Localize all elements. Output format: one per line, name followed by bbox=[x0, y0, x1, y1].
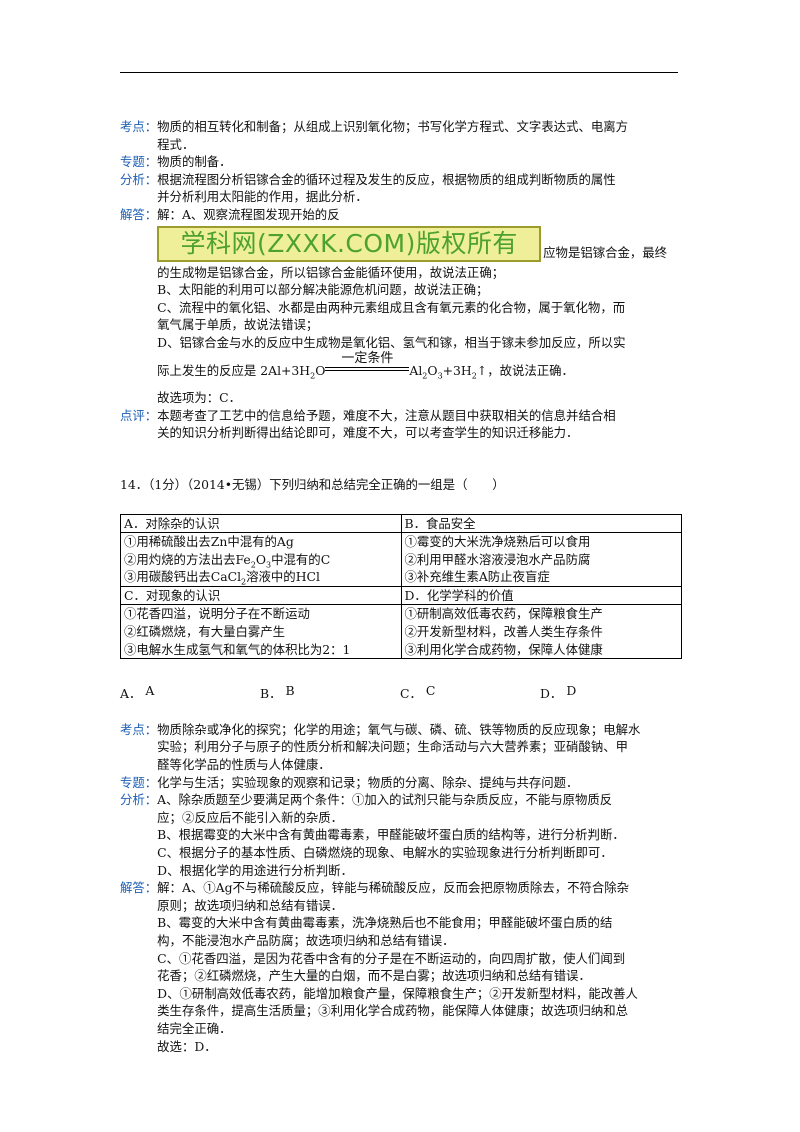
text-line: ②开发新型材料，改善人类生存条件 bbox=[404, 624, 603, 640]
answer-line: 故选：D． bbox=[157, 1038, 217, 1054]
text-line: 根据流程图分析铝镓合金的循环过程及发生的反应，根据物质的组成判断物质的属性 bbox=[157, 171, 616, 187]
text-line: 花香；②红磷燃烧，产生大量的白烟，而不是白雾；故选项归纳和总结有错误． bbox=[157, 968, 591, 984]
table-cell-d: ①研制高效低毒农药，保障粮食生产 ②开发新型材料，改善人类生存条件 ③利用化学合… bbox=[400, 604, 682, 660]
text-line: C、①花香四溢，是因为花香中含有的分子是在不断运动的，向四周扩散，使人们闻到 bbox=[157, 950, 626, 966]
question-14: 14．（1分）（2014•无锡）下列归纳和总结完全正确的一组是（ ） bbox=[120, 476, 505, 492]
text-line: B、太阳能的利用可以部分解决能源危机问题，故说法正确； bbox=[157, 282, 489, 298]
text-line: 程式． bbox=[157, 136, 195, 152]
text-line: ③利用化学合成药物，保障人体健康 bbox=[404, 641, 603, 657]
header-rule bbox=[120, 72, 678, 73]
text-line: 化学与生活；实验现象的观察和记录；物质的分离、除杂、提纯与共存问题． bbox=[157, 774, 579, 790]
zhuanti-label: 专题： bbox=[120, 154, 158, 170]
text-line: ①研制高效低毒农药，保障粮食生产 bbox=[404, 606, 603, 622]
kaodian-label: 考点： bbox=[120, 721, 158, 737]
text-line: 物质除杂或净化的探究；化学的用途；氧气与碳、磷、硫、铁等物质的反应现象；电解水 bbox=[157, 721, 641, 737]
text-line: 应物是铝镓合金，最终 bbox=[543, 244, 668, 260]
text-line: 结完全正确． bbox=[157, 1020, 232, 1036]
answer-line: 故选项为：C． bbox=[157, 390, 241, 406]
q13-fenxi: 分析： 根据流程图分析铝镓合金的循环过程及发生的反应，根据物质的组成判断物质的属… bbox=[120, 171, 684, 206]
fenxi-label: 分析： bbox=[120, 792, 158, 808]
text-line: 类生存条件，提高生活质量；③利用化学合成药物，能保障人体健康；故选项归纳和总 bbox=[157, 1003, 629, 1019]
text-line: 并分析利用太阳能的作用，据此分析． bbox=[157, 189, 368, 205]
text-line: D、铝镓合金与水的反应中生成物是氧化铝、氢气和镓，相当于镓未参加反应，所以实 bbox=[157, 334, 626, 350]
summary-table: A．对除杂的认识 B．食品安全 ①用稀硫酸出去Zn中混有的Ag ②用灼烧的方法出… bbox=[120, 513, 682, 660]
text-line: 物质的制备． bbox=[157, 154, 232, 170]
text-line: ②红磷燃烧，有大量白雾产生 bbox=[124, 624, 286, 640]
table-cell-d-title: D．化学学科的价值 bbox=[400, 585, 682, 606]
text-line: 解：A、观察流程图发现开始的反 bbox=[157, 206, 340, 222]
q13-kaodian: 考点： 物质的相互转化和制备；从组成上识别氧化物；书写化学方程式、文字表达式、电… bbox=[120, 118, 684, 153]
watermark-banner: 学科网(ZXXK.COM)版权所有 bbox=[157, 225, 542, 262]
text-line: ③电解水生成氢气和氧气的体积比为2：1 bbox=[124, 641, 351, 657]
q13-zhuanti: 专题： 物质的制备． bbox=[120, 153, 684, 171]
text-line: ①花香四溢，说明分子在不断运动 bbox=[124, 606, 310, 622]
option-b: B．B bbox=[260, 683, 295, 702]
table-cell-b: ①霉变的大米洗净烧熟后可以食用 ②利用甲醛水溶液浸泡水产品防腐 ③补充维生素A防… bbox=[400, 532, 682, 587]
kaodian-label: 考点： bbox=[120, 119, 158, 134]
q14-kaodian: 考点： 物质除杂或净化的探究；化学的用途；氧气与碳、磷、硫、铁等物质的反应现象；… bbox=[120, 721, 684, 774]
text-line: 应；②反应后不能引入新的杂质． bbox=[157, 809, 344, 825]
text-line: 关的知识分析判断得出结论即可，难度不大，可以考查学生的知识迁移能力． bbox=[157, 425, 579, 441]
text-line: D、①研制高效低毒农药，能增加粮食产量，保障粮食生产；②开发新型材料，能改善人 bbox=[157, 985, 638, 1001]
text-line: 构，不能浸泡水产品防腐；故选项归纳和总结有错误． bbox=[157, 932, 455, 948]
text-line: C、根据分子的基本性质、白磷燃烧的现象、电解水的实验现象进行分析判断即可． bbox=[157, 845, 613, 860]
option-d: D．D bbox=[540, 683, 577, 702]
equals-sign bbox=[325, 366, 410, 371]
table-cell-b-title: B．食品安全 bbox=[400, 513, 682, 534]
document-body: 考点： 物质的相互转化和制备；从组成上识别氧化物；书写化学方程式、文字表达式、电… bbox=[120, 118, 684, 1055]
text-line: A、除杂质题至少要满足两个条件：①加入的试剂只能与杂质反应，不能与原物质反 bbox=[157, 792, 613, 808]
text-line: 物质的相互转化和制备；从组成上识别氧化物；书写化学方程式、文字表达式、电离方 bbox=[157, 119, 629, 134]
table-cell-c: ①花香四溢，说明分子在不断运动 ②红磷燃烧，有大量白雾产生 ③电解水生成氢气和氧… bbox=[120, 604, 402, 660]
text-line: C、流程中的氧化铝、水都是由两种元素组成且含有氧元素的化合物，属于氧化物，而 bbox=[157, 299, 626, 315]
text-line: ③用碳酸钙出去CaCl2溶液中的HCl bbox=[124, 569, 320, 587]
text-line: 本题考查了工艺中的信息给予题，难度不大，注意从题目中获取相关的信息并结合相 bbox=[157, 407, 616, 423]
text-line: D、根据化学的用途进行分析判断． bbox=[157, 862, 353, 878]
q13-jieda: 解答： 解：A、观察流程图发现开始的反 学科网(ZXXK.COM)版权所有 应物… bbox=[120, 206, 684, 407]
dianping-label: 点评： bbox=[120, 407, 158, 423]
text-line: B、根据霉变的大米中含有黄曲霉毒素，甲醛能破坏蛋白质的结构等，进行分析判断． bbox=[157, 827, 625, 843]
jieda-label: 解答： bbox=[120, 206, 158, 222]
reaction-condition: 一定条件 bbox=[325, 351, 410, 375]
table-cell-c-title: C．对现象的认识 bbox=[120, 585, 402, 606]
text-line: 实验；利用分子与原子的性质分析和解决问题；生命活动与六大营养素；亚硝酸钠、甲 bbox=[157, 739, 629, 755]
text-line: 醛等化学品的性质与人体健康． bbox=[157, 757, 331, 773]
text-line: ②用灼烧的方法出去Fe2O3中混有的C bbox=[124, 551, 331, 570]
zhuanti-label: 专题： bbox=[120, 774, 158, 790]
table-cell-a: ①用稀硫酸出去Zn中混有的Ag ②用灼烧的方法出去Fe2O3中混有的C ③用碳酸… bbox=[120, 532, 402, 587]
jieda-label: 解答： bbox=[120, 880, 158, 896]
text-line: 氧气属于单质，故说法错误； bbox=[157, 317, 319, 333]
text-line: 原则；故选项归纳和总结有错误． bbox=[157, 897, 344, 913]
q13-dianping: 点评： 本题考查了工艺中的信息给予题，难度不大，注意从题目中获取相关的信息并结合… bbox=[120, 407, 684, 442]
text-line: ②利用甲醛水溶液浸泡水产品防腐 bbox=[404, 551, 591, 567]
q14-zhuanti: 专题： 化学与生活；实验现象的观察和记录；物质的分离、除杂、提纯与共存问题． bbox=[120, 774, 684, 792]
text-line: ①用稀硫酸出去Zn中混有的Ag bbox=[124, 534, 294, 550]
text-line: 解：A、①Ag不与稀硫酸反应，锌能与稀硫酸反应，反而会把原物质除去，不符合除杂 bbox=[157, 880, 630, 896]
option-a: A．A bbox=[120, 683, 155, 702]
fenxi-label: 分析： bbox=[120, 171, 158, 187]
answer-options: A．A B．B C．C D．D bbox=[120, 683, 684, 703]
table-cell-a-title: A．对除杂的认识 bbox=[120, 513, 402, 534]
text-line: ①霉变的大米洗净烧熟后可以食用 bbox=[404, 534, 591, 550]
text-line: ③补充维生素A防止夜盲症 bbox=[404, 569, 550, 585]
watermark-row: 学科网(ZXXK.COM)版权所有 应物是铝镓合金，最终 bbox=[157, 225, 684, 262]
option-c: C．C bbox=[400, 683, 436, 702]
q14-fenxi: 分析： A、除杂质题至少要满足两个条件：①加入的试剂只能与杂质反应，不能与原物质… bbox=[120, 791, 684, 879]
text-line: B、霉变的大米中含有黄曲霉毒素，洗净烧熟后也不能食用；甲醛能破坏蛋白质的结 bbox=[157, 915, 613, 931]
text-line: 的生成物是铝镓合金，所以铝镓合金能循环使用，故说法正确； bbox=[157, 264, 505, 280]
q14-jieda: 解答： 解：A、①Ag不与稀硫酸反应，锌能与稀硫酸反应，反而会把原物质除去，不符… bbox=[120, 879, 684, 1055]
